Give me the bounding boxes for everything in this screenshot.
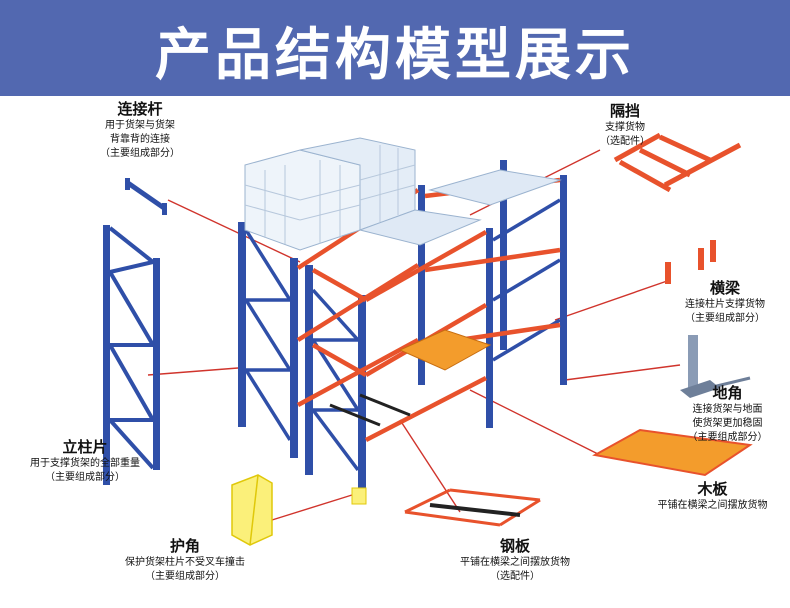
rack-bracing [244, 198, 561, 472]
rack-guard [351, 487, 367, 505]
guard-desc-1: 保护货架柱片不受叉车撞击 [125, 557, 245, 568]
label-beam: 横梁 连接柱片支撑货物 （主要组成部分） [660, 277, 790, 326]
beam-desc-2: （主要组成部分） [685, 313, 765, 324]
beam-desc-1: 连接柱片支撑货物 [685, 299, 765, 310]
steelpanel-desc-1: 平铺在横梁之间摆放货物 [460, 557, 570, 568]
rack-wood-board [398, 329, 492, 371]
steelpanel-title: 钢板 [499, 537, 530, 555]
divider-desc-2: （选配件） [600, 136, 650, 147]
guard-title: 护角 [169, 537, 200, 555]
connector-desc-1: 用于货架与货架 [105, 120, 175, 131]
label-baseplate: 地角 连接货架与地面 使货架更加稳固 （主要组成部分） [665, 382, 790, 445]
woodboard-title: 木板 [697, 480, 728, 498]
label-upright: 立柱片 用于支撑货架的全部重量 （主要组成部分） [5, 436, 165, 485]
connector-bar-part [125, 178, 167, 215]
label-connector: 连接杆 用于货架与货架 背靠背的连接 （主要组成部分） [60, 98, 220, 161]
connector-desc-3: （主要组成部分） [100, 148, 180, 159]
woodboard-desc-1: 平铺在横梁之间摆放货物 [657, 500, 768, 511]
connector-title: 连接杆 [117, 100, 163, 118]
baseplate-desc-2: 使货架更加稳固 [692, 418, 763, 429]
upright-frame-standalone [103, 225, 160, 485]
upright-desc-2: （主要组成部分） [45, 472, 125, 483]
leader-lines [147, 149, 681, 521]
steelpanel-part [404, 488, 541, 527]
beam-part-brackets [665, 240, 716, 284]
divider-title: 隔挡 [609, 102, 640, 120]
woodboard-part [592, 428, 753, 477]
beam-title: 横梁 [709, 279, 740, 297]
connector-desc-2: 背靠背的连接 [110, 134, 170, 145]
divider-part [613, 132, 742, 193]
baseplate-part [680, 335, 751, 398]
guard-desc-2: （主要组成部分） [145, 571, 225, 582]
baseplate-title: 地角 [712, 384, 743, 402]
steelpanel-desc-2: （选配件） [490, 571, 540, 582]
label-divider: 隔挡 支撑货物 （选配件） [570, 100, 680, 149]
title-banner: 产品结构模型展示 [0, 0, 790, 96]
label-guard: 护角 保护货架柱片不受叉车撞击 （主要组成部分） [105, 535, 265, 584]
page-title: 产品结构模型展示 [155, 23, 635, 88]
divider-desc-1: 支撑货物 [605, 122, 645, 133]
upright-title: 立柱片 [62, 438, 108, 456]
baseplate-desc-1: 连接货架与地面 [692, 404, 763, 415]
label-steelpanel: 钢板 平铺在横梁之间摆放货物 （选配件） [440, 535, 590, 584]
baseplate-desc-3: （主要组成部分） [687, 432, 768, 443]
rack-diagram [103, 132, 753, 546]
pallet-racks-top [358, 169, 562, 246]
upright-desc-1: 用于支撑货架的全部重量 [30, 458, 140, 469]
cargo-boxes [244, 137, 416, 251]
guard-part [231, 474, 273, 546]
label-woodboard: 木板 平铺在横梁之间摆放货物 [640, 478, 785, 513]
rack-divider-bars [329, 393, 411, 427]
